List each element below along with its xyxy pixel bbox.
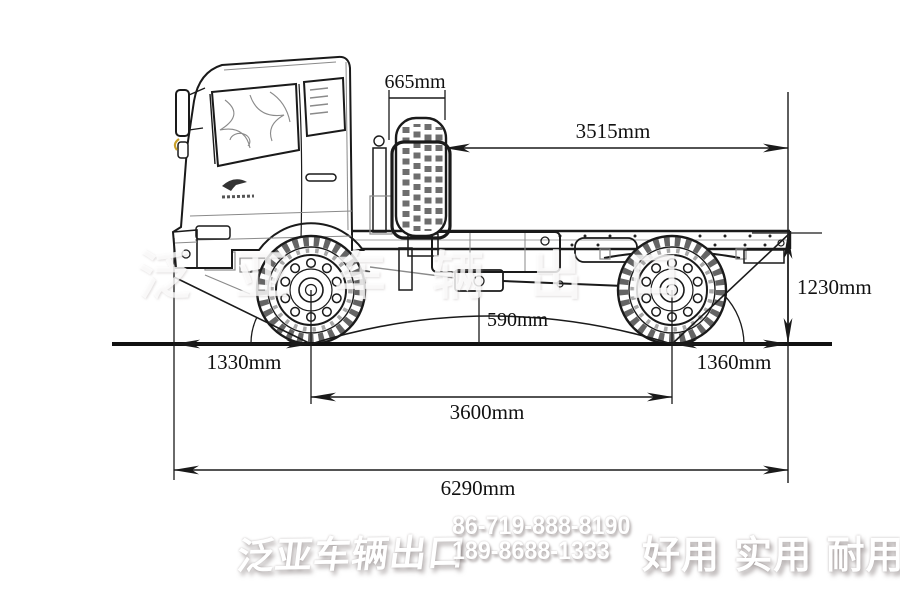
dim-label-rear-overhang: 1360mm — [697, 350, 772, 374]
approach-angle-arc — [250, 316, 258, 345]
fog-lamp — [181, 249, 191, 259]
dim-label-spare-width: 665mm — [384, 71, 446, 93]
truck-cab — [171, 55, 365, 269]
breakover-arc — [310, 315, 673, 345]
door-logo-text — [221, 194, 255, 199]
watermark-phone-numbers: 86-719-888-8190 189-8688-1333 — [452, 514, 630, 564]
tow-hook-accent — [173, 138, 180, 151]
front-bumper — [172, 229, 198, 269]
departure-angle-line — [671, 233, 790, 345]
door-brand-logo — [222, 179, 247, 191]
quarter-window — [302, 76, 347, 138]
dim-label-wheelbase: 3600mm — [450, 400, 525, 424]
spot-mirror — [177, 141, 189, 159]
air-intake-stack — [372, 147, 387, 233]
spare-tire-carrier — [390, 140, 452, 240]
dim-label-front-overhang: 1330mm — [207, 350, 282, 374]
cab-interior-sketch — [219, 91, 291, 149]
dim-label-ground-clearance: 590mm — [487, 309, 549, 331]
watermark-slogan: 好用 实用 耐用 — [642, 533, 900, 577]
watermark-brand-script: 泛亚车辆出口 — [234, 531, 469, 578]
departure-angle-arc — [723, 294, 745, 345]
spare-tire — [390, 116, 452, 240]
quarter-window-louvers — [309, 87, 329, 115]
door-window — [210, 82, 301, 168]
phone-line-1: 86-719-888-8190 — [452, 512, 631, 540]
door-seam — [298, 83, 303, 241]
a-pillar-line — [209, 93, 216, 165]
dim-label-overall-length: 6290mm — [441, 476, 516, 500]
dim-label-rear-frame-span: 3515mm — [576, 119, 651, 143]
approach-angle-line — [173, 276, 312, 345]
phone-line-2: 189-8688-1333 — [452, 537, 610, 565]
dimension-lines — [173, 97, 793, 475]
front-mudflap — [398, 247, 413, 291]
dim-label-frame-height: 1230mm — [797, 275, 872, 299]
transfer-case — [454, 269, 504, 292]
fuel-tank — [431, 231, 561, 273]
watermark-brand-center: 泛亚车辆出口 — [138, 247, 727, 307]
side-mirror — [175, 89, 190, 137]
cab-step-light — [195, 225, 231, 240]
door-handle — [305, 173, 337, 182]
